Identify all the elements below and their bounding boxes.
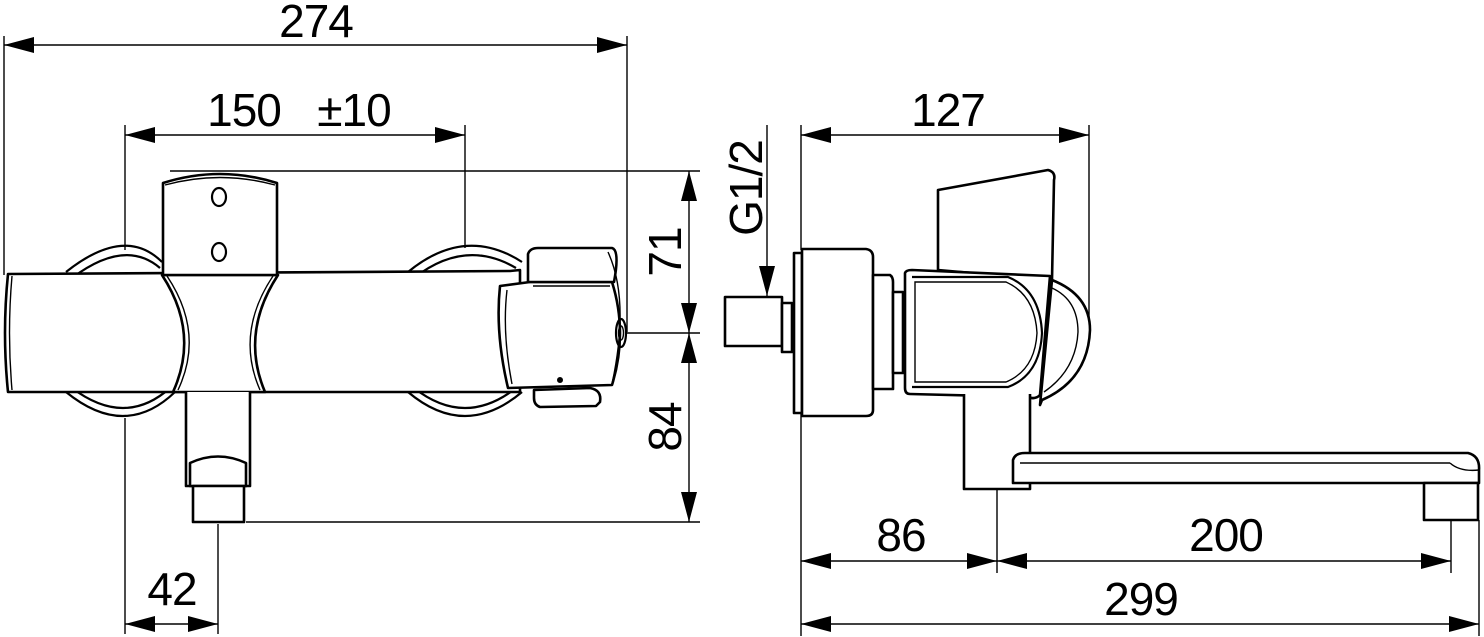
mixer-waist [160, 273, 280, 394]
front-view: 274 150 ±10 [3, 0, 700, 634]
outlet-nut [188, 455, 248, 488]
inlet-stub [723, 295, 784, 348]
dim-42-label: 42 [147, 563, 196, 615]
dim-tolerance-label: ±10 [317, 84, 390, 136]
handle-top-cap [526, 246, 618, 284]
thermostat-handle [497, 280, 622, 390]
side-body-block [903, 268, 1052, 400]
dimension-outlet-offset: 42 [124, 418, 219, 634]
outlet-connector [191, 484, 246, 524]
right-escutcheon-bottom [407, 391, 523, 418]
dimension-spout-reach: 86 200 [800, 413, 1452, 636]
dimension-overall-width: 274 [3, 0, 628, 332]
left-escutcheon-bottom [65, 391, 176, 418]
right-escutcheon-top [407, 244, 523, 273]
diverter-knob [161, 172, 279, 277]
knob-hole-top [210, 186, 228, 208]
u-shaped-face [912, 275, 1044, 389]
dimension-heights: 71 84 [170, 170, 700, 523]
dim-84-label: 84 [639, 402, 691, 452]
dim-299-label: 299 [1104, 573, 1178, 625]
dimension-overall-projection: 299 [801, 520, 1480, 636]
handle-side-cap [1038, 278, 1092, 407]
diverter-lever [936, 168, 1056, 282]
dim-86-label: 86 [876, 509, 925, 561]
dim-200-label: 200 [1189, 509, 1263, 561]
dim-150-label: 150 [207, 84, 281, 136]
handle-bottom-tab [532, 386, 602, 409]
dim-274-label: 274 [279, 0, 353, 47]
dimension-inlet-spacing: 150 ±10 [124, 84, 466, 250]
connector-collar [871, 273, 895, 391]
dimension-body-depth: 127 [800, 84, 1090, 330]
dim-71-label: 71 [639, 227, 691, 276]
thread-label: G1/2 [720, 140, 772, 236]
spout-aerator [1422, 481, 1480, 522]
dim-127-label: 127 [911, 84, 985, 136]
knob-hole-bottom [210, 241, 228, 263]
escutcheon-cover [800, 247, 875, 418]
left-escutcheon-top [65, 244, 163, 273]
side-view: 127 G1/2 [720, 84, 1481, 636]
spout-arm [1011, 451, 1481, 485]
thread-callout: G1/2 [720, 125, 775, 296]
